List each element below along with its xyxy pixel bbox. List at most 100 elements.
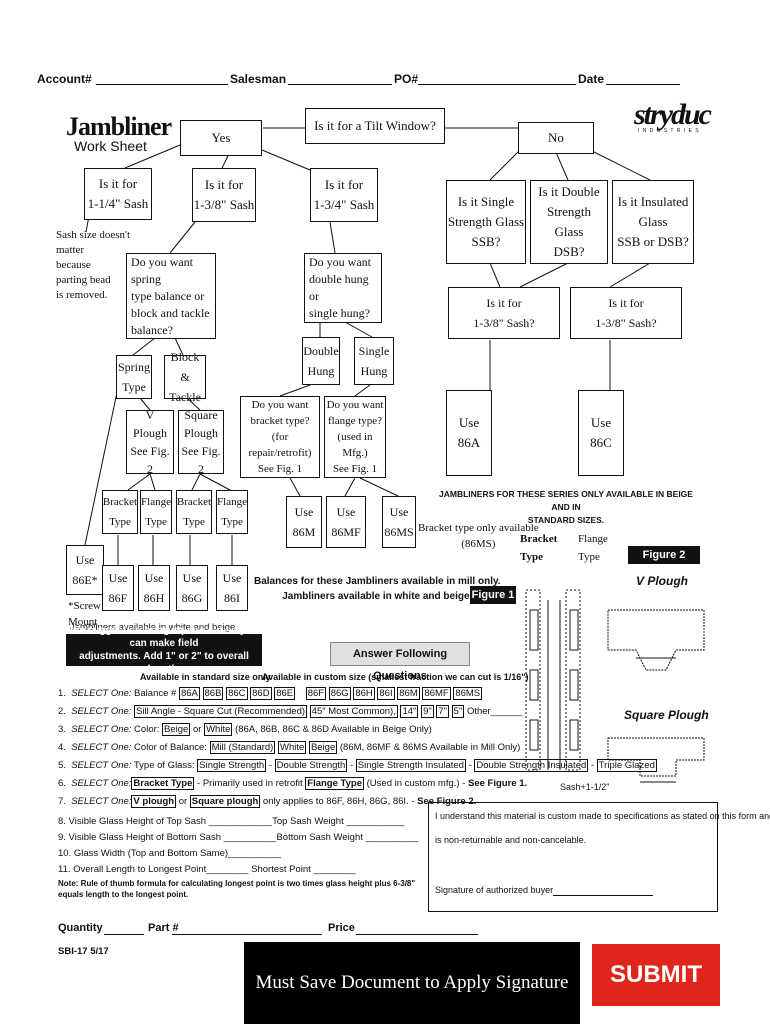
po-label: PO# (394, 72, 419, 86)
disclaimer-line-1: I understand this material is custom mad… (435, 811, 770, 821)
option-86m[interactable]: 86M (397, 687, 420, 700)
block-tackle-box: Block & Tackle (164, 350, 206, 404)
sash-138-question-a: Is it for 1-3/8" Sash? (448, 287, 560, 339)
price-field[interactable] (356, 934, 478, 935)
sill-14[interactable]: 14" (400, 705, 419, 718)
subtitle: Work Sheet (74, 138, 147, 154)
balances-note: Balances for these Jambliners available … (254, 576, 501, 602)
balance-white[interactable]: White (278, 741, 307, 754)
brand-tagline: I N D U S T R I E S (638, 128, 700, 134)
option-86h[interactable]: 86H (353, 687, 375, 700)
sill-7[interactable]: 7" (436, 705, 450, 718)
balance-beige[interactable]: Beige (308, 741, 338, 754)
option-86d[interactable]: 86D (250, 687, 272, 700)
date-field[interactable] (606, 84, 680, 85)
use-86e-box: Use 86E* (66, 545, 104, 595)
use-86i-box: Use 86I (216, 565, 248, 611)
use-86a-box: Use 86A (446, 390, 492, 476)
yes-box: Yes (180, 120, 262, 156)
figure-1-drawing (525, 589, 581, 771)
glass-single-insulated[interactable]: Single Strength Insulated (355, 759, 466, 772)
account-field[interactable] (96, 84, 228, 85)
question-3: 3. SELECT One: Color: Beige or White (86… (58, 723, 432, 736)
part-field[interactable] (172, 934, 322, 935)
suggest-note: We suggest ordering square cut so you ca… (66, 625, 262, 675)
fig-flange-label: Flange Type (578, 533, 608, 563)
glass-double[interactable]: Double Strength (274, 759, 348, 772)
brand-name: stryduc (634, 98, 712, 131)
option-86b[interactable]: 86B (202, 687, 224, 700)
option-86ms[interactable]: 86MS (453, 687, 483, 700)
salesman-label: Salesman (230, 72, 287, 86)
form-code: SBI-17 5/17 (58, 946, 109, 957)
tilt-question: Is it for a Tilt Window? (305, 108, 445, 144)
question-10[interactable]: 10. Glass Width (Top and Bottom Same)___… (58, 848, 281, 859)
question-8[interactable]: 8. Visible Glass Height of Top Sash ____… (58, 816, 405, 827)
option-86e[interactable]: 86E (274, 687, 296, 700)
use-86h-box: Use 86H (138, 565, 170, 611)
use-86m-box: Use 86M (286, 496, 322, 548)
sash-138-question-b: Is it for 1-3/8" Sash? (570, 287, 682, 339)
spring-question: Do you want spring type balance or block… (126, 253, 216, 339)
bracket-only-note: Bracket type only available (86MS) (418, 522, 539, 550)
white-beige-note: Jambliners available in white and beige (70, 622, 236, 633)
option-86a[interactable]: 86A (178, 687, 200, 700)
option-86f[interactable]: 86F (305, 687, 327, 700)
v-plough-drawing (607, 609, 705, 671)
glass-double-insulated[interactable]: Double Strength Insulated (474, 759, 589, 772)
v-plough-option[interactable]: V plough (131, 795, 177, 808)
beige-note: JAMBLINERS FOR THESE SERIES ONLY AVAILAB… (439, 489, 693, 525)
signature-label: Signature of authorized buyer (435, 885, 554, 895)
sill-45[interactable]: 45" Most Common), (309, 705, 398, 718)
flange-type-v: Flange Type (140, 490, 172, 534)
option-86i[interactable]: 86I (377, 687, 395, 700)
question-7: 7. SELECT One:V plough or Square plough … (58, 795, 477, 808)
question-9[interactable]: 9. Visible Glass Height of Bottom Sash _… (58, 832, 419, 843)
salesman-field[interactable] (288, 84, 392, 85)
fig-bracket-label: Bracket Type (520, 533, 558, 563)
screw-mount-note: *Screw Mount (68, 600, 101, 628)
use-86g-box: Use 86G (176, 565, 208, 611)
disclaimer-line-2: is non-returnable and non-cancelable. (435, 835, 587, 845)
sill-square-cut[interactable]: Sill Angle - Square Cut (Recommended) (134, 705, 308, 718)
po-field[interactable] (418, 84, 576, 85)
question-2: 2. SELECT One: Sill Angle - Square Cut (… (58, 705, 523, 718)
option-86mf[interactable]: 86MF (422, 687, 451, 700)
question-4: 4. SELECT One: Color of Balance: Mill (S… (58, 741, 521, 754)
glass-triple[interactable]: Triple Glazed (596, 759, 657, 772)
answer-title: Answer Following Questions (330, 642, 470, 682)
question-11[interactable]: 11. Overall Length to Longest Point_____… (58, 864, 356, 875)
square-plough-option[interactable]: Square plough (189, 795, 261, 808)
use-86c-box: Use 86C (578, 390, 624, 476)
bracket-type-option[interactable]: Bracket Type (131, 777, 195, 790)
quantity-field[interactable] (104, 934, 144, 935)
flange-type-sq: Flange Type (216, 490, 248, 534)
balance-mill[interactable]: Mill (Standard) (209, 741, 276, 754)
single-hung-box: Single Hung (354, 337, 394, 385)
save-document-banner: Must Save Document to Apply Signature (244, 942, 580, 1024)
no-box: No (518, 122, 594, 154)
question-6: 6. SELECT One:Bracket Type - Primarily u… (58, 777, 528, 790)
figure-1-badge: Figure 1 (470, 586, 516, 604)
account-label: Account# (37, 72, 92, 86)
price-label: Price (328, 922, 355, 934)
double-hung-box: Double Hung (302, 337, 340, 385)
glass-single[interactable]: Single Strength (197, 759, 267, 772)
title: Jambliner (66, 112, 172, 141)
sill-5[interactable]: 5" (451, 705, 465, 718)
option-86c[interactable]: 86C (226, 687, 248, 700)
option-86g[interactable]: 86G (328, 687, 351, 700)
use-86ms-box: Use 86MS (382, 496, 416, 548)
v-plough-title: V Plough (636, 574, 688, 588)
sash-134-box: Is it for 1-3/4" Sash (310, 168, 378, 222)
flange-type-option[interactable]: Flange Type (305, 777, 364, 790)
square-plough-title: Square Plough (624, 708, 709, 722)
insulated-box: Is it Insulated Glass SSB or DSB? (612, 180, 694, 264)
color-beige[interactable]: Beige (162, 723, 191, 736)
bracket-question: Do you want bracket type? (for repair/re… (240, 396, 320, 478)
submit-button[interactable]: SUBMIT (592, 944, 720, 1006)
signature-field[interactable] (553, 895, 653, 896)
sill-9[interactable]: 9" (421, 705, 434, 718)
color-white[interactable]: White (204, 723, 233, 736)
